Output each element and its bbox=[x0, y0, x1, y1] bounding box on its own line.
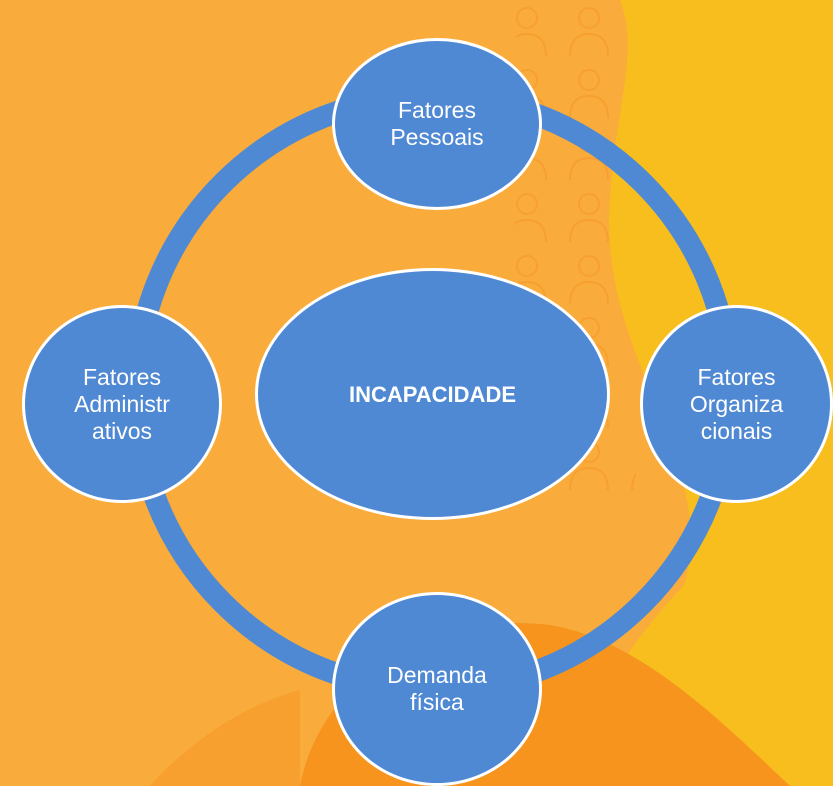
node-demanda-fisica-label: Demanda física bbox=[387, 662, 487, 715]
node-fatores-administrativos-label: Fatores Administr ativos bbox=[74, 363, 170, 444]
node-fatores-administrativos: Fatores Administr ativos bbox=[22, 305, 222, 503]
orange-hill-left bbox=[150, 690, 300, 786]
node-fatores-organizacionais-label: Fatores Organiza cionais bbox=[689, 363, 784, 444]
node-fatores-pessoais-label: Fatores Pessoais bbox=[390, 97, 484, 150]
central-node-label: INCAPACIDADE bbox=[348, 381, 517, 407]
node-demanda-fisica: Demanda física bbox=[332, 592, 542, 786]
node-fatores-pessoais: Fatores Pessoais bbox=[332, 38, 542, 210]
central-node-incapacidade: INCAPACIDADE bbox=[255, 268, 610, 520]
node-fatores-organizacionais: Fatores Organiza cionais bbox=[640, 305, 833, 503]
